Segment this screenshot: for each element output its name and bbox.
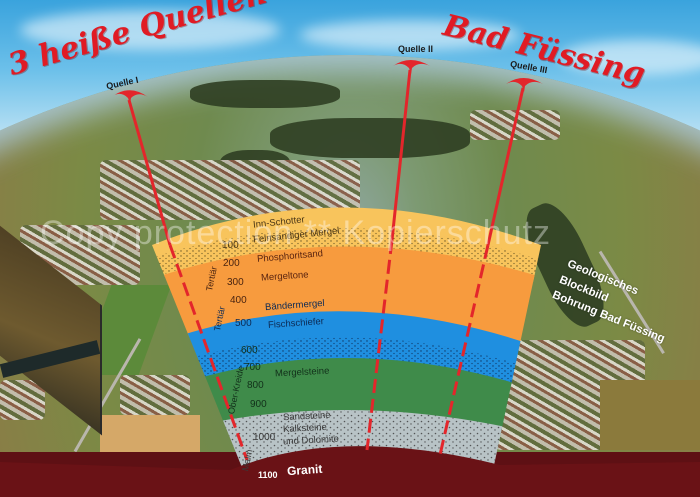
depth-marker: 500: [235, 318, 252, 329]
forest: [270, 118, 470, 158]
depth-marker: 1000: [253, 432, 276, 443]
cloud: [560, 40, 700, 75]
watermark: Copy protection ** Kopierschutz: [40, 214, 552, 252]
well-quelle-2: [365, 60, 430, 451]
layer-orange: [152, 246, 541, 360]
village: [120, 375, 190, 415]
well-quelle-1: [113, 90, 249, 461]
depth-marker: 700: [244, 362, 261, 373]
field: [100, 415, 200, 455]
depth-marker: 800: [247, 380, 264, 391]
forest: [190, 80, 340, 108]
depth-marker: 200: [223, 258, 240, 269]
depth-marker: 400: [230, 295, 247, 306]
field: [600, 380, 700, 450]
layer-label-granit: Granit: [286, 461, 323, 479]
layer-granit: [0, 446, 700, 497]
cloud: [300, 20, 520, 50]
layer-label: Kalksteine: [282, 421, 328, 436]
cloud: [20, 10, 280, 50]
depth-marker: 600: [241, 345, 258, 356]
village: [0, 380, 45, 420]
depth-marker: 100: [222, 240, 239, 251]
depth-marker: 1100: [258, 470, 278, 480]
well-label-2: Quelle II: [398, 44, 434, 54]
depth-marker: 900: [250, 399, 267, 410]
depth-marker: 300: [227, 277, 244, 288]
well-quelle-3: [438, 78, 543, 456]
